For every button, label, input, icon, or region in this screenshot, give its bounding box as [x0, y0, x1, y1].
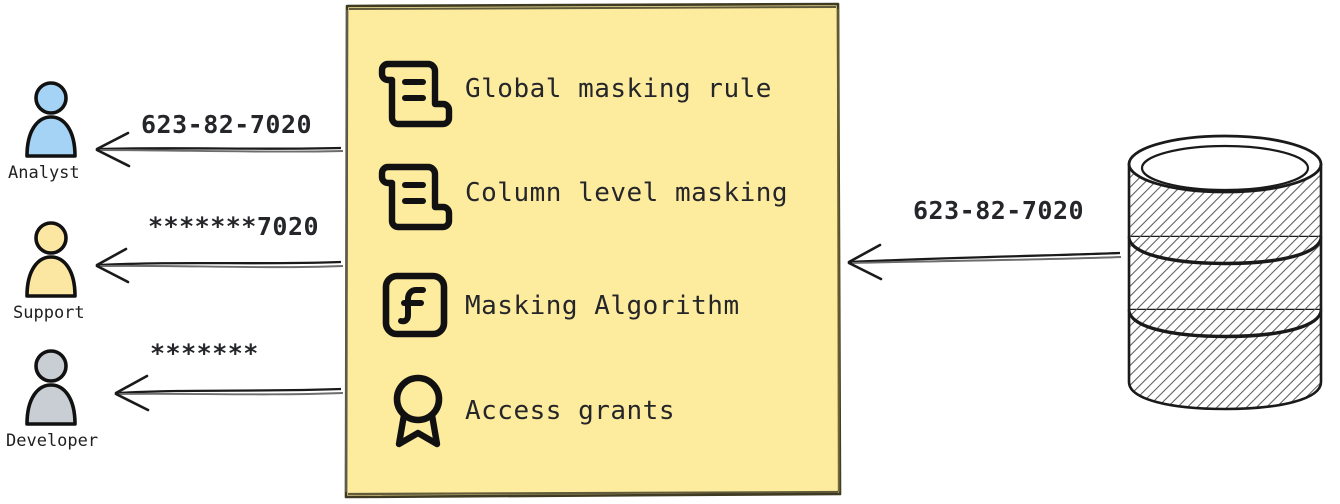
person-icon — [25, 349, 77, 426]
arrow-panel-to-developer — [114, 374, 344, 412]
arrow-database-to-panel — [847, 243, 1122, 281]
panel-item-label-masking-algorithm: Masking Algorithm — [465, 291, 740, 321]
person-icon — [25, 81, 77, 158]
person-icon — [25, 221, 77, 298]
flow-label-support: *******7020 — [148, 212, 320, 241]
function-box-icon — [382, 272, 448, 338]
award-icon — [393, 374, 443, 448]
panel-item-label-global-masking-rule: Global masking rule — [465, 74, 772, 104]
actor-label-developer: Developer — [6, 431, 99, 451]
panel-item-label-access-grants: Access grants — [465, 396, 675, 426]
flow-label-developer: ******* — [150, 339, 259, 368]
scroll-icon — [378, 60, 453, 128]
arrow-panel-to-analyst — [95, 131, 344, 168]
actor-label-support: Support — [13, 303, 85, 323]
scroll-icon — [378, 163, 453, 231]
flow-label-database: 623-82-7020 — [913, 196, 1085, 225]
masking-policy-panel — [344, 2, 842, 499]
arrow-panel-to-support — [95, 247, 344, 284]
flow-label-analyst: 623-82-7020 — [141, 110, 313, 139]
database-cylinder-icon — [1127, 134, 1323, 411]
panel-item-label-column-level-masking: Column level masking — [465, 178, 789, 208]
actor-label-analyst: Analyst — [8, 163, 80, 183]
